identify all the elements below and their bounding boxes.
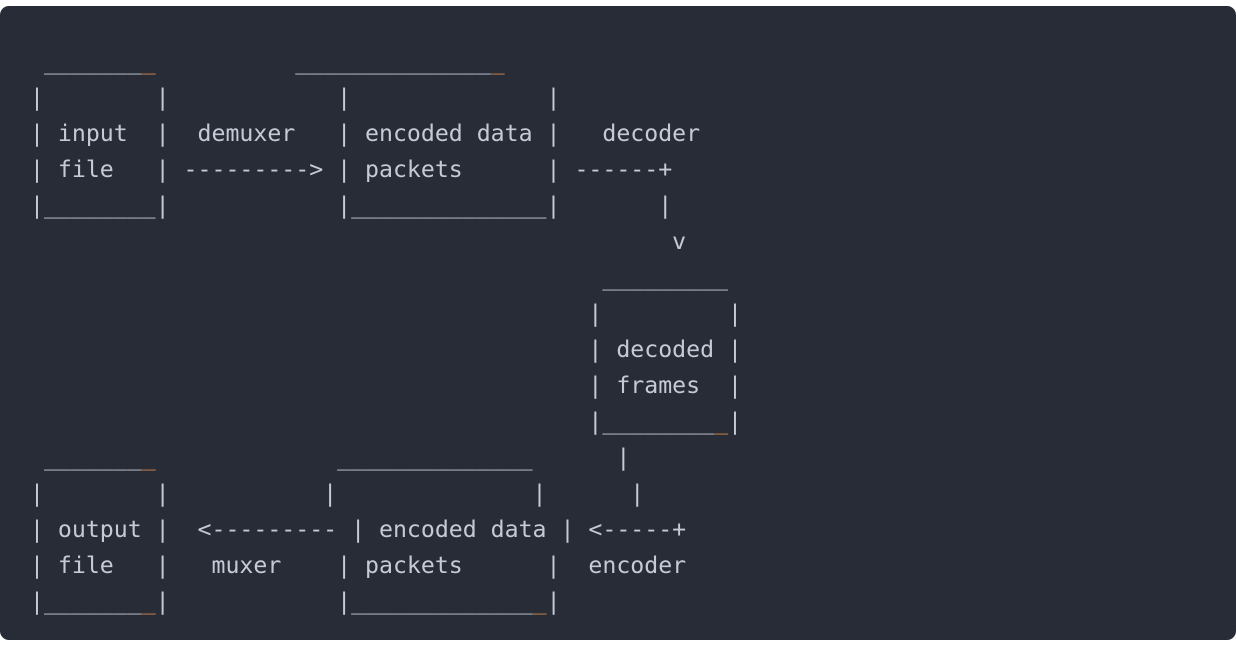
diagram-line-08: | | [30, 300, 742, 327]
diagram-line-07: _________ [30, 264, 729, 291]
ascii-art-diagram: ________ _______________ | | | | | input… [30, 44, 742, 620]
diagram-line-16: |________| |______________| [30, 588, 561, 615]
diagram-line-10: | frames | [30, 372, 742, 399]
diagram-line-03: | input | demuxer | encoded data | decod… [30, 120, 701, 147]
diagram-line-09: | decoded | [30, 336, 742, 363]
diagram-line-02: | | | | [30, 84, 561, 111]
diagram-line-05: |________| |______________| | [30, 192, 673, 219]
diagram-line-15: | file | muxer | packets | encoder [30, 552, 687, 579]
diagram-line-12: ________ ______________ | [43, 444, 631, 471]
diagram-line-14: | output | <--------- | encoded data | <… [30, 516, 687, 543]
diagram-line-13: | | | | | [30, 480, 645, 507]
diagram-line-04: | file | ---------> | packets | ------+ [30, 156, 673, 183]
diagram-line-01: ________ _______________ [43, 48, 505, 75]
diagram-line-11: |_________| [30, 408, 742, 435]
code-block: ________ _______________ | | | | | input… [0, 6, 1236, 640]
diagram-line-06: v [30, 228, 687, 255]
